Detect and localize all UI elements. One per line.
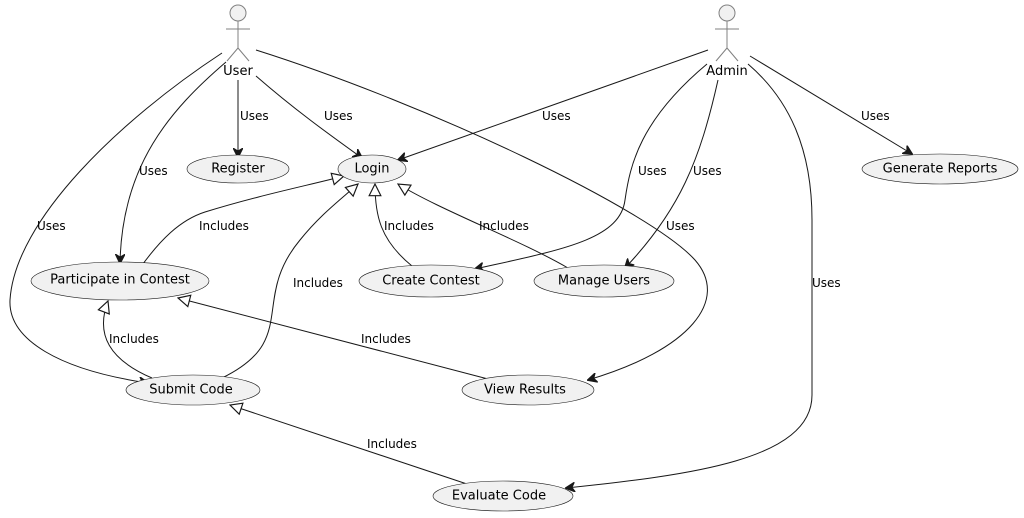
usecase-view-results-label: View Results [484, 383, 566, 398]
label-admin-evaluate: Uses [812, 276, 841, 290]
label-admin-manageusers: Uses [693, 164, 722, 178]
usecase-create-contest-label: Create Contest [382, 274, 480, 289]
actor-leg-right-icon [726, 47, 739, 62]
usecase-evaluate-code-label: Evaluate Code [452, 489, 546, 504]
edge-user-submit [9, 52, 223, 383]
usecase-register[interactable]: Register [186, 154, 290, 184]
edge-admin-evaluate [566, 63, 813, 488]
edge-user-participate [120, 61, 227, 263]
usecase-view-results[interactable]: View Results [461, 374, 595, 406]
actor-admin[interactable]: Admin [706, 4, 748, 79]
edge-labels: Uses Uses Uses Uses Uses Uses Uses Uses … [37, 109, 890, 451]
edge-admin-createcontest [475, 63, 708, 269]
edge-manageusers-login [398, 184, 569, 269]
label-admin-reports: Uses [861, 109, 890, 123]
label-createcontest-login: Includes [384, 219, 434, 233]
edge-participate-login [139, 176, 344, 269]
label-manageusers-login: Includes [479, 219, 529, 233]
edge-viewresults-participate [178, 298, 489, 380]
edge-admin-manageusers [625, 79, 719, 268]
edge-user-login [255, 75, 362, 158]
actor-leg-left-icon [226, 47, 239, 62]
usecase-login[interactable]: Login [337, 154, 407, 184]
edge-user-viewresults [255, 49, 708, 380]
actor-leg-right-icon [237, 47, 250, 62]
actor-leg-left-icon [715, 47, 728, 62]
label-participate-login: Includes [199, 219, 249, 233]
edge-submit-login [221, 184, 358, 379]
actor-head-icon [229, 4, 247, 22]
edge-createcontest-login [375, 184, 413, 267]
usecase-manage-users-label: Manage Users [558, 274, 650, 289]
label-submit-participate: Includes [109, 332, 159, 346]
label-submit-login: Includes [293, 276, 343, 290]
usecase-participate-in-contest[interactable]: Participate in Contest [30, 261, 210, 301]
usecase-login-label: Login [354, 162, 389, 177]
label-user-submit: Uses [37, 219, 66, 233]
edge-submit-participate [103, 301, 153, 379]
usecase-submit-code-label: Submit Code [149, 383, 233, 398]
edge-evaluate-submit [230, 405, 471, 486]
usecase-generate-reports[interactable]: Generate Reports [861, 153, 1019, 185]
label-user-participate: Uses [139, 164, 168, 178]
edges [9, 49, 912, 488]
label-viewresults-participate: Includes [361, 332, 411, 346]
usecase-manage-users[interactable]: Manage Users [533, 264, 675, 298]
label-admin-createcontest: Uses [638, 164, 667, 178]
usecase-create-contest[interactable]: Create Contest [358, 264, 504, 298]
usecase-register-label: Register [211, 162, 265, 177]
label-user-viewresults: Uses [666, 219, 695, 233]
edge-admin-login [398, 49, 709, 160]
label-admin-login: Uses [542, 109, 571, 123]
usecase-generate-reports-label: Generate Reports [883, 162, 998, 177]
usecase-participate-label: Participate in Contest [50, 273, 190, 288]
actor-user[interactable]: User [223, 4, 253, 79]
actor-user-label: User [223, 64, 253, 79]
usecase-submit-code[interactable]: Submit Code [125, 374, 261, 406]
label-user-login: Uses [324, 109, 353, 123]
label-user-register: Uses [240, 109, 269, 123]
edge-admin-reports [749, 55, 912, 154]
actor-head-icon [718, 4, 736, 22]
label-evaluate-submit: Includes [367, 437, 417, 451]
actor-admin-label: Admin [706, 64, 747, 79]
usecase-evaluate-code[interactable]: Evaluate Code [432, 480, 574, 512]
